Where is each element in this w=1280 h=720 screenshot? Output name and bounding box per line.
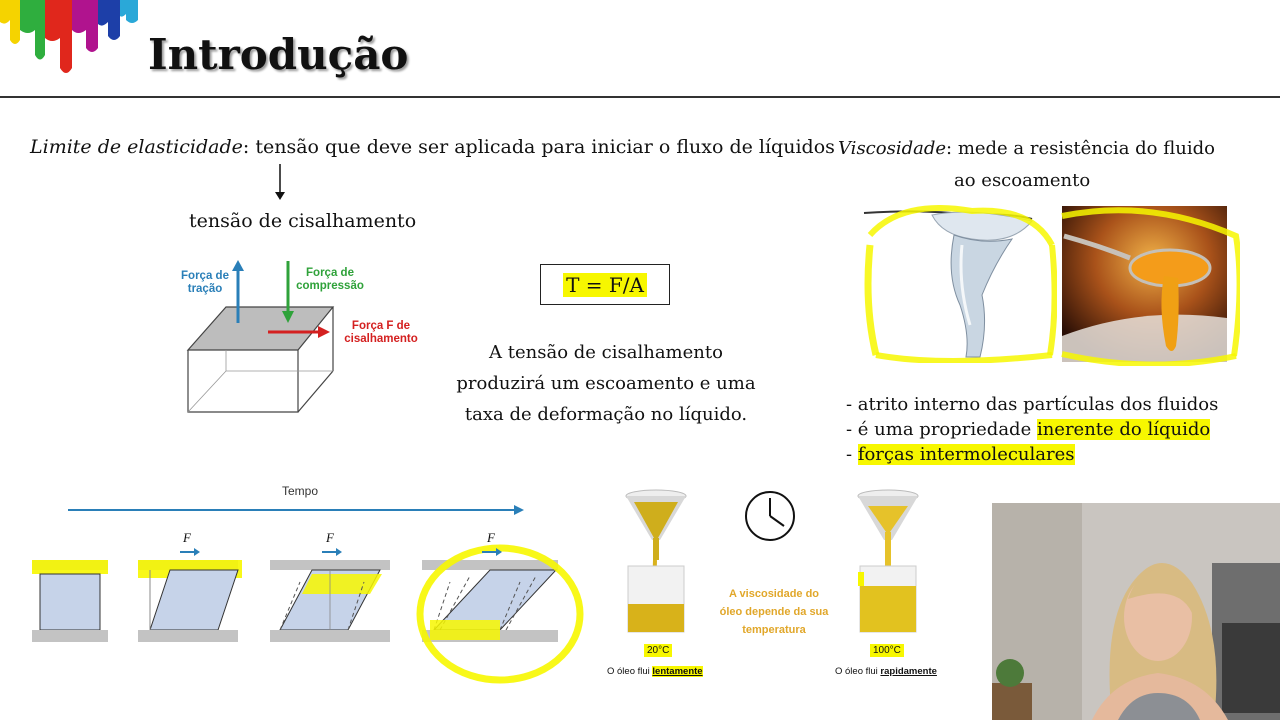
paint-drip-logo xyxy=(0,0,140,73)
funnel-hot-image xyxy=(857,489,919,633)
time-label: Tempo xyxy=(282,484,319,498)
presenter-webcam xyxy=(992,503,1280,720)
shear-formula: T = F/A xyxy=(563,273,647,297)
elasticity-definition: Limite de elasticidade: tensão que deve … xyxy=(30,136,835,158)
funnel-cold-image xyxy=(625,489,687,633)
page-title: Introdução xyxy=(148,30,409,79)
clock-icon xyxy=(745,491,795,541)
shear-explanation: A tensão de cisalhamento produzirá um es… xyxy=(456,342,756,425)
bullet-item: - é uma propriedade inerente do líquido xyxy=(846,419,1211,440)
elasticity-text: : tensão que deve ser aplicada para inic… xyxy=(242,136,835,158)
force-label: F xyxy=(487,530,495,545)
force-label: F xyxy=(326,530,334,545)
temp-low-badge: 20°C xyxy=(644,644,673,657)
force-label: F xyxy=(183,530,191,545)
viscosity-definition: Viscosidade: mede a resistência do fluid… xyxy=(838,138,1215,159)
shear-arrow-icon xyxy=(268,326,330,338)
down-arrow-icon xyxy=(275,164,285,200)
time-arrow-icon xyxy=(68,505,524,515)
bullet-item: - atrito interno das partículas dos flui… xyxy=(846,394,1219,415)
caption-high: O óleo flui rapidamente xyxy=(835,666,937,677)
viscosity-text: : mede a resistência do fluido xyxy=(946,138,1215,159)
viscosity-text-continued: ao escoamento xyxy=(954,170,1091,191)
viscosity-temperature-note: A viscosidade do óleo depende da sua tem… xyxy=(719,588,829,636)
caption-low: O óleo flui lentamente xyxy=(607,666,703,677)
presenter-video xyxy=(992,503,1280,720)
water-spoon-image xyxy=(862,205,1057,363)
shear-box-diagram xyxy=(186,260,335,413)
shear-formula-box: T = F/A xyxy=(540,264,670,305)
traction-arrow-icon xyxy=(232,260,244,323)
title-divider xyxy=(0,96,1280,98)
compression-arrow-icon xyxy=(282,261,294,323)
viscosity-bullets: - atrito interno das partículas dos flui… xyxy=(846,392,1218,467)
bullet-item: - forças intermoleculares xyxy=(846,444,1075,465)
temp-high-badge: 100°C xyxy=(870,644,904,657)
shear-sequence-diagram xyxy=(32,505,584,684)
elasticity-term: Limite de elasticidade xyxy=(30,136,243,158)
honey-spoon-image xyxy=(1061,206,1240,366)
viscosity-term: Viscosidade xyxy=(838,138,947,159)
shear-stress-label: tensão de cisalhamento xyxy=(189,210,417,232)
